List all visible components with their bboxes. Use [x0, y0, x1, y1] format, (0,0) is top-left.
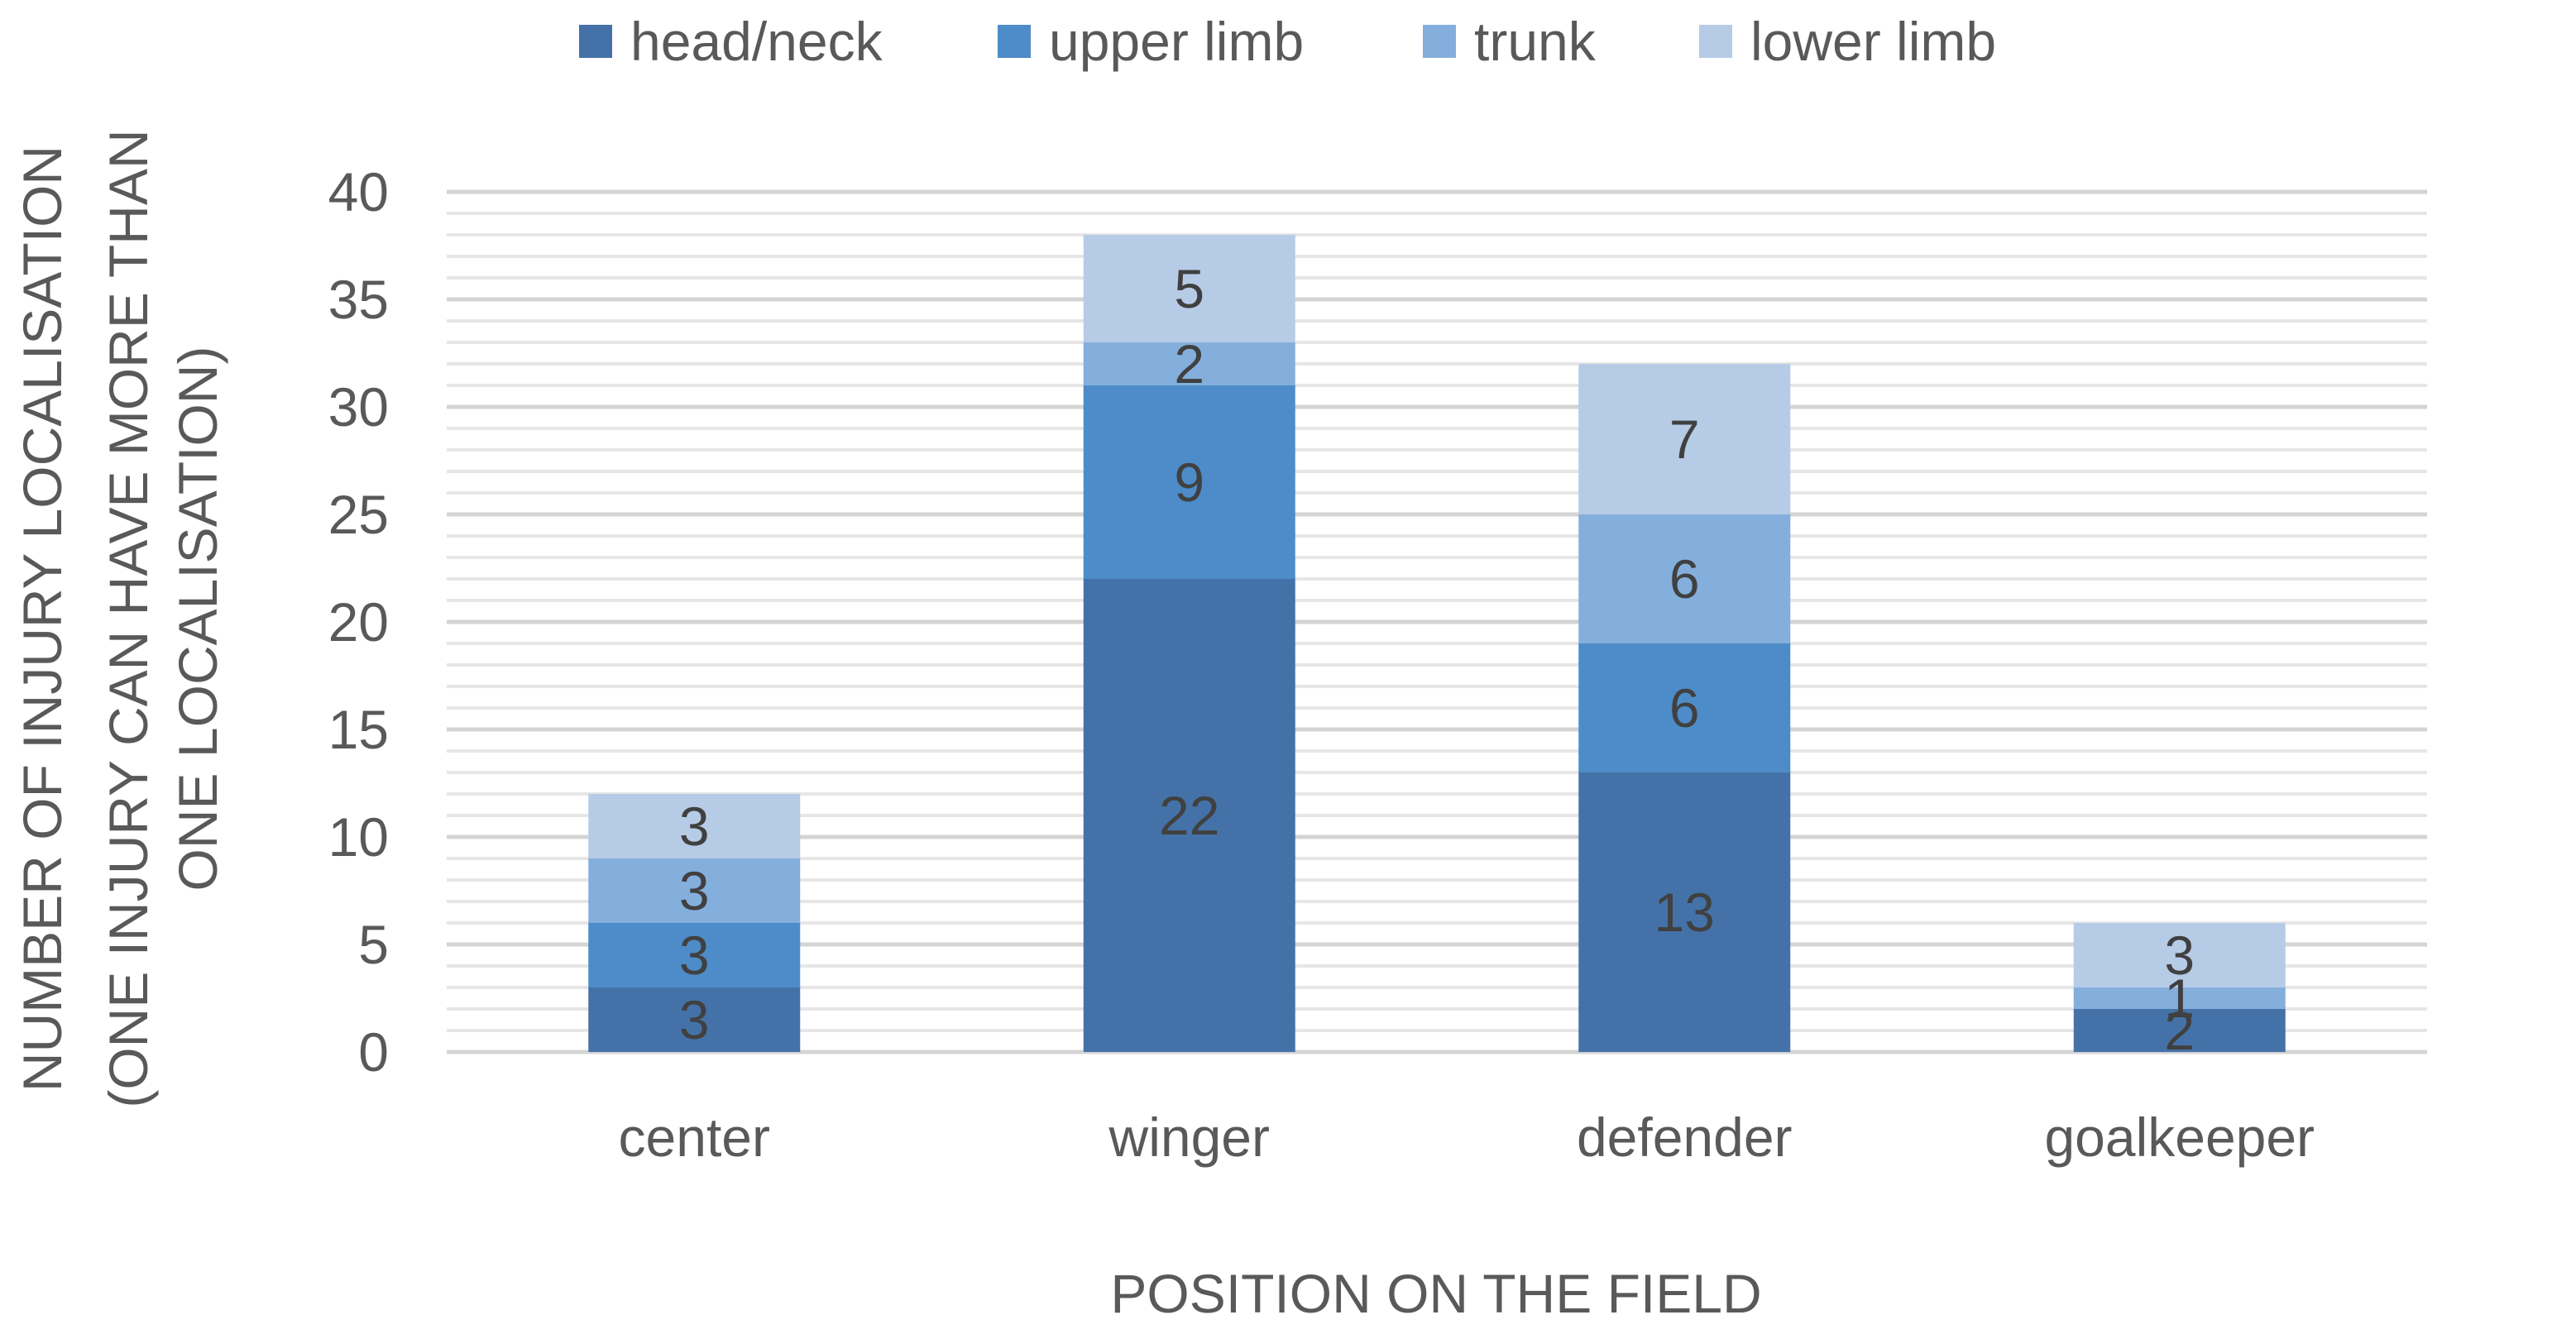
data-label: 6 [1669, 677, 1700, 739]
data-label: 13 [1654, 882, 1715, 943]
bar-segment [1083, 579, 1295, 1052]
x-tick-label: winger [1108, 1107, 1270, 1168]
bar-segment [588, 987, 801, 1052]
y-tick-label: 5 [358, 914, 389, 975]
bar-segment [1083, 385, 1295, 579]
bar-segment [588, 794, 801, 858]
data-label: 3 [679, 796, 710, 857]
data-label: 3 [679, 925, 710, 986]
bar-segment [2073, 1009, 2286, 1052]
bar-segment [1578, 364, 1791, 514]
y-tick-label: 25 [328, 484, 389, 545]
legend-swatch [998, 25, 1031, 58]
y-axis-title-line: (ONE INJURY CAN HAVE MORE THAN [98, 129, 159, 1107]
y-tick-label: 30 [328, 376, 389, 437]
legend-label: head/neck [630, 11, 883, 72]
bar-segment [588, 923, 801, 987]
data-label: 5 [1174, 258, 1204, 319]
legend-swatch [579, 25, 612, 58]
data-label: 1 [2164, 968, 2195, 1029]
y-tick-label: 10 [328, 806, 389, 868]
x-axis-ticks: center winger defender goalkeeper [619, 1107, 2315, 1168]
x-tick-label: goalkeeper [2044, 1107, 2315, 1168]
data-label: 2 [2164, 1000, 2195, 1061]
y-axis-title-line: NUMBER OF INJURY LOCALISATION [12, 146, 73, 1092]
x-tick-label: center [619, 1107, 770, 1168]
y-axis-ticks: 0 5 10 15 20 25 30 35 40 [328, 161, 389, 1083]
bar-segment [1578, 772, 1791, 1052]
y-tick-label: 40 [328, 161, 389, 222]
legend-label: lower limb [1750, 11, 1996, 72]
bar-segment [1083, 342, 1295, 385]
y-tick-label: 0 [358, 1021, 389, 1083]
x-axis-title: POSITION ON THE FIELD [1110, 1263, 1761, 1324]
y-tick-label: 35 [328, 269, 389, 330]
legend: head/neck upper limb trunk lower limb [579, 11, 1996, 72]
data-label: 3 [679, 989, 710, 1050]
legend-swatch [1699, 25, 1732, 58]
bar-segment [2073, 987, 2286, 1009]
data-label: 3 [2164, 925, 2195, 986]
bar-segment [1578, 514, 1791, 643]
x-tick-label: defender [1577, 1107, 1793, 1168]
legend-swatch [1423, 25, 1456, 58]
data-label: 3 [679, 860, 710, 921]
data-label: 9 [1174, 452, 1204, 513]
bar-segment [1578, 643, 1791, 772]
y-tick-label: 20 [328, 591, 389, 653]
legend-label: trunk [1474, 11, 1597, 72]
data-label: 6 [1669, 548, 1700, 610]
bar-segment [1083, 235, 1295, 342]
bar-segment [588, 858, 801, 923]
y-axis-title-line: ONE LOCALISATION) [167, 347, 228, 892]
data-label: 7 [1669, 409, 1700, 470]
bars [588, 235, 2286, 1052]
y-tick-label: 15 [328, 699, 389, 760]
legend-label: upper limb [1049, 11, 1304, 72]
y-axis-title: NUMBER OF INJURY LOCALISATION (ONE INJURY… [12, 129, 228, 1107]
bar-segment [2073, 923, 2286, 987]
data-label: 22 [1159, 785, 1219, 846]
data-label: 2 [1174, 333, 1204, 394]
